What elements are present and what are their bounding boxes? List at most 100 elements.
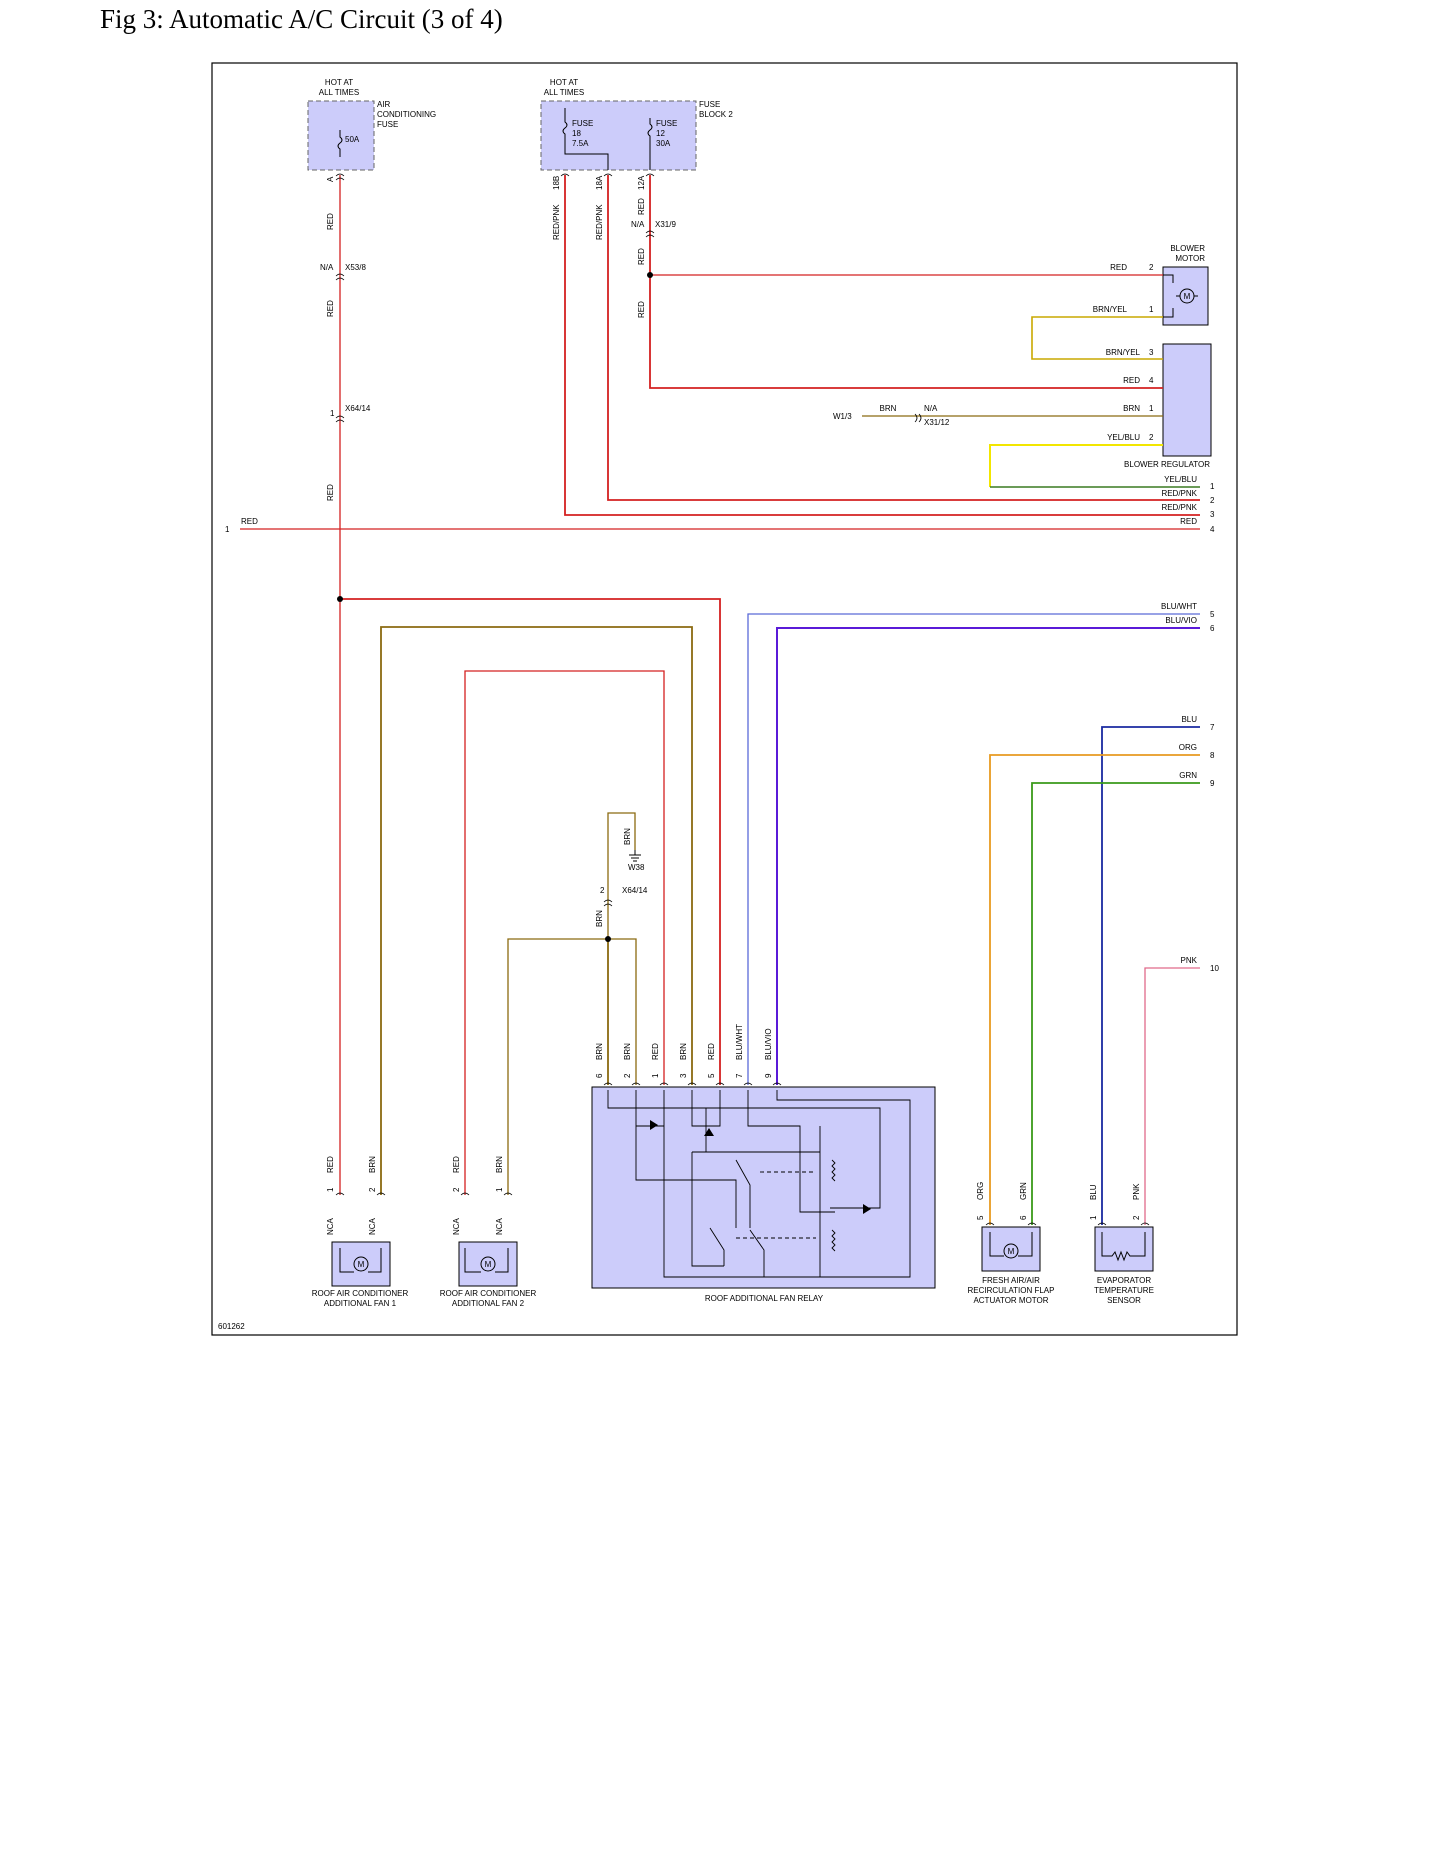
- svg-text:BLOWER: BLOWER: [1170, 244, 1205, 253]
- svg-text:BRN: BRN: [595, 1043, 604, 1060]
- svg-text:A: A: [326, 176, 335, 182]
- svg-text:5: 5: [1210, 610, 1215, 619]
- svg-text:2: 2: [1132, 1215, 1141, 1220]
- fuse-block-2-box: [540, 100, 697, 171]
- svg-text:BLOCK 2: BLOCK 2: [699, 110, 733, 119]
- svg-text:N/A: N/A: [320, 263, 334, 272]
- svg-text:FRESH AIR/AIR: FRESH AIR/AIR: [982, 1276, 1040, 1285]
- svg-text:BRN: BRN: [880, 404, 897, 413]
- svg-text:BRN/YEL: BRN/YEL: [1106, 348, 1141, 357]
- svg-text:RED: RED: [326, 213, 335, 230]
- vertical-wire-labels: RED RED RED RED/PNK RED/PNK RED RED RED …: [326, 198, 1141, 1235]
- svg-text:ACTUATOR MOTOR: ACTUATOR MOTOR: [973, 1296, 1048, 1305]
- svg-text:FUSE: FUSE: [699, 100, 720, 109]
- svg-text:W38: W38: [628, 863, 645, 872]
- svg-text:RED: RED: [637, 248, 646, 265]
- svg-text:12A: 12A: [637, 175, 646, 190]
- svg-text:HOT AT: HOT AT: [550, 78, 578, 87]
- svg-text:12: 12: [656, 129, 665, 138]
- blower-motor-box: [1162, 266, 1209, 326]
- svg-text:FUSE: FUSE: [572, 119, 593, 128]
- svg-text:6: 6: [1210, 624, 1215, 633]
- svg-text:RECIRCULATION FLAP: RECIRCULATION FLAP: [968, 1286, 1055, 1295]
- wire-brn-fan2: [507, 938, 608, 1195]
- flap-motor-box: [981, 1226, 1041, 1272]
- svg-text:9: 9: [764, 1073, 773, 1078]
- svg-text:18A: 18A: [595, 175, 604, 190]
- svg-text:1: 1: [1210, 482, 1215, 491]
- ground-w38: [629, 850, 641, 862]
- svg-text:BLOWER REGULATOR: BLOWER REGULATOR: [1124, 460, 1210, 469]
- svg-text:RED: RED: [1123, 376, 1140, 385]
- svg-text:6: 6: [595, 1073, 604, 1078]
- svg-text:RED/PNK: RED/PNK: [595, 204, 604, 240]
- connector-marks: [335, 173, 1150, 1226]
- svg-text:RED/PNK: RED/PNK: [552, 204, 561, 240]
- svg-text:BLU/VIO: BLU/VIO: [764, 1028, 773, 1060]
- wire-red-pnk-1: [564, 175, 1200, 516]
- svg-text:ORG: ORG: [1179, 743, 1197, 752]
- svg-text:2: 2: [600, 886, 605, 895]
- svg-text:8: 8: [1210, 751, 1215, 760]
- svg-text:RED/PNK: RED/PNK: [1161, 489, 1197, 498]
- wire-red-pnk-2: [607, 175, 1200, 501]
- wire-brn-relay3: [380, 626, 693, 1195]
- wire-yel-blu: [989, 444, 1163, 487]
- svg-text:ADDITIONAL FAN 1: ADDITIONAL FAN 1: [324, 1299, 397, 1308]
- svg-text:1: 1: [1089, 1215, 1098, 1220]
- svg-text:NCA: NCA: [368, 1217, 377, 1235]
- wire-brn-relay2: [608, 938, 637, 1085]
- svg-text:3: 3: [1210, 510, 1215, 519]
- svg-text:BRN: BRN: [495, 1156, 504, 1173]
- fuse-internals: [337, 108, 653, 170]
- svg-text:RED: RED: [1180, 517, 1197, 526]
- wire-pnk: [1144, 967, 1200, 1225]
- motor-symbols: [339, 274, 1198, 1273]
- figure-title: Fig 3: Automatic A/C Circuit (3 of 4): [100, 4, 503, 34]
- svg-text:7: 7: [735, 1073, 744, 1078]
- svg-text:N/A: N/A: [631, 220, 645, 229]
- svg-text:BRN: BRN: [623, 828, 632, 845]
- wire-org: [989, 754, 1200, 1225]
- svg-text:X64/14: X64/14: [345, 404, 371, 413]
- svg-text:RED: RED: [241, 517, 258, 526]
- svg-text:2: 2: [368, 1187, 377, 1192]
- svg-text:2: 2: [623, 1073, 632, 1078]
- svg-text:YEL/BLU: YEL/BLU: [1107, 433, 1140, 442]
- svg-text:ORG: ORG: [976, 1182, 985, 1200]
- svg-text:M: M: [358, 1260, 365, 1269]
- svg-text:2: 2: [1149, 263, 1154, 272]
- svg-text:RED: RED: [1110, 263, 1127, 272]
- svg-text:18B: 18B: [552, 176, 561, 190]
- svg-text:FUSE: FUSE: [377, 120, 398, 129]
- svg-text:NCA: NCA: [452, 1217, 461, 1235]
- blower-regulator-box: [1162, 343, 1212, 457]
- svg-text:3: 3: [1149, 348, 1154, 357]
- svg-text:RED: RED: [452, 1156, 461, 1173]
- svg-text:3: 3: [679, 1073, 688, 1078]
- component-labels: HOT AT ALL TIMES AIR CONDITIONING FUSE 5…: [218, 78, 1210, 1331]
- svg-text:EVAPORATOR: EVAPORATOR: [1097, 1276, 1151, 1285]
- svg-text:SENSOR: SENSOR: [1107, 1296, 1141, 1305]
- splices: [337, 272, 653, 942]
- svg-text:2: 2: [452, 1187, 461, 1192]
- svg-text:10: 10: [1210, 964, 1219, 973]
- svg-text:5: 5: [707, 1073, 716, 1078]
- svg-text:BRN: BRN: [368, 1156, 377, 1173]
- svg-text:AIR: AIR: [377, 100, 391, 109]
- relay-internals: [607, 1090, 911, 1278]
- top-pin-labels: A 18B 18A 12A: [326, 175, 646, 190]
- svg-text:CONDITIONING: CONDITIONING: [377, 110, 436, 119]
- svg-text:ALL TIMES: ALL TIMES: [544, 88, 584, 97]
- wire-brn-ground: [607, 812, 636, 939]
- svg-text:W1/3: W1/3: [833, 412, 852, 421]
- svg-text:50A: 50A: [345, 135, 360, 144]
- svg-text:30A: 30A: [656, 139, 671, 148]
- svg-text:1: 1: [495, 1187, 504, 1192]
- svg-text:ROOF AIR CONDITIONER: ROOF AIR CONDITIONER: [440, 1289, 537, 1298]
- svg-text:BLU/VIO: BLU/VIO: [1165, 616, 1197, 625]
- svg-text:FUSE: FUSE: [656, 119, 677, 128]
- wire-blu-vio: [776, 627, 1200, 1085]
- wire-blu-wht: [747, 613, 1200, 1085]
